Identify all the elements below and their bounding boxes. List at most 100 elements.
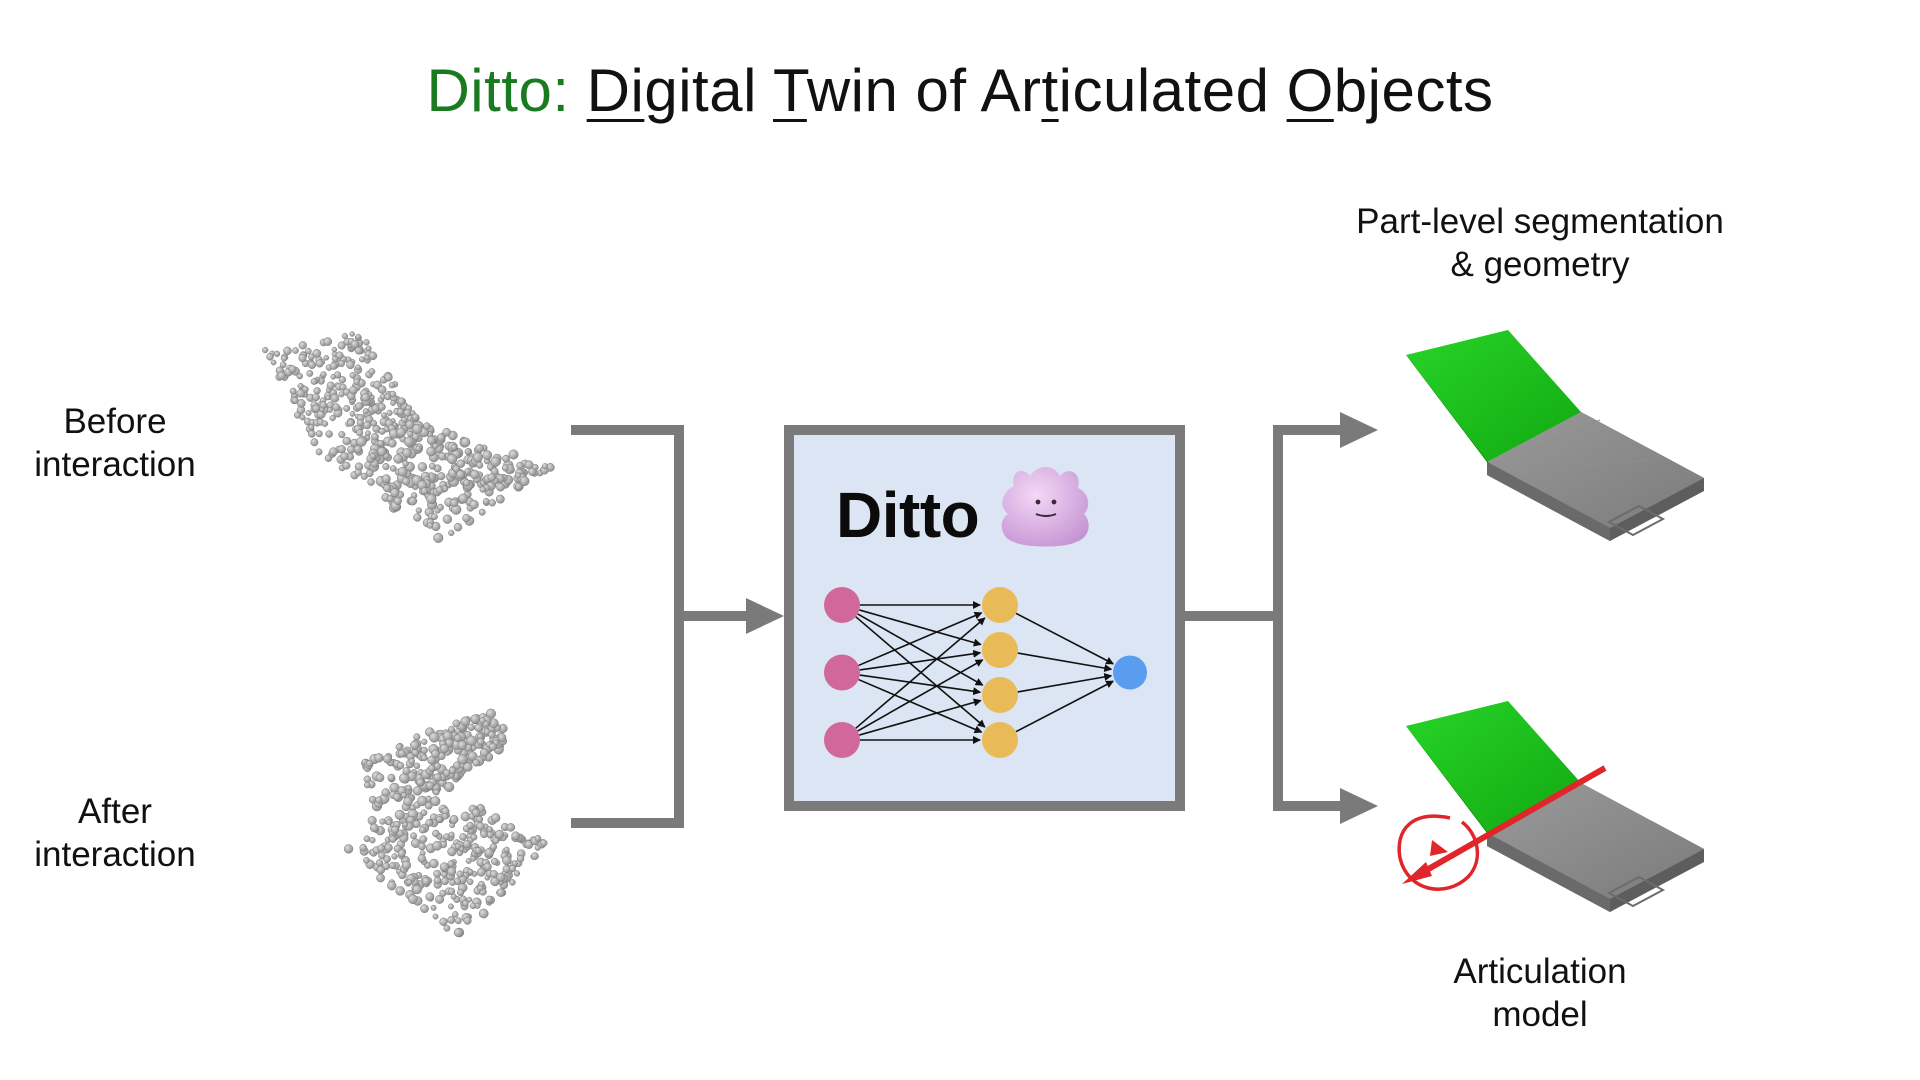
point-cloud-point bbox=[329, 414, 336, 422]
point-cloud-point bbox=[450, 498, 459, 508]
point-cloud-point bbox=[471, 808, 481, 817]
point-cloud-point bbox=[442, 514, 453, 524]
point-cloud-point bbox=[305, 410, 312, 416]
point-cloud-point bbox=[469, 902, 477, 910]
point-cloud-point bbox=[397, 749, 406, 758]
point-cloud-point bbox=[363, 339, 370, 346]
point-cloud-point bbox=[420, 809, 428, 817]
point-cloud-point bbox=[428, 732, 440, 743]
point-cloud-point bbox=[291, 396, 299, 404]
point-cloud-point bbox=[452, 465, 461, 473]
point-cloud-point bbox=[446, 453, 458, 465]
point-cloud-point bbox=[425, 892, 435, 902]
point-cloud-point bbox=[343, 844, 354, 854]
point-cloud-point bbox=[403, 796, 413, 807]
point-cloud-point bbox=[307, 429, 316, 438]
point-cloud-point bbox=[453, 928, 463, 938]
point-cloud-point bbox=[369, 837, 376, 844]
title-underline-t: T bbox=[773, 57, 807, 124]
point-cloud-point bbox=[374, 753, 384, 763]
point-cloud-point bbox=[465, 857, 472, 864]
point-cloud-point bbox=[435, 894, 445, 904]
point-cloud-point bbox=[403, 408, 412, 417]
point-cloud-point bbox=[356, 436, 367, 447]
point-cloud-point bbox=[340, 452, 349, 461]
point-cloud-point bbox=[391, 825, 400, 834]
point-cloud-point bbox=[483, 862, 492, 871]
point-cloud-point bbox=[320, 371, 327, 378]
point-cloud-point bbox=[502, 454, 510, 463]
point-cloud-point bbox=[413, 733, 421, 741]
point-cloud-point bbox=[466, 821, 474, 829]
point-cloud-point bbox=[381, 474, 391, 484]
point-cloud-point bbox=[432, 840, 442, 851]
point-cloud-point bbox=[384, 393, 392, 401]
point-cloud-point bbox=[427, 755, 437, 765]
point-cloud-point bbox=[457, 889, 465, 897]
point-cloud-point bbox=[376, 873, 385, 883]
point-cloud-point bbox=[381, 788, 390, 797]
point-cloud-point bbox=[495, 494, 505, 504]
point-cloud-point bbox=[327, 406, 333, 413]
point-cloud-point bbox=[377, 844, 385, 852]
point-cloud-point bbox=[531, 852, 539, 860]
point-cloud-point bbox=[431, 749, 440, 759]
point-cloud-after bbox=[343, 708, 548, 938]
point-cloud-point bbox=[470, 469, 480, 480]
point-cloud-point bbox=[491, 857, 499, 866]
point-cloud-point bbox=[403, 436, 415, 447]
point-cloud-point bbox=[375, 773, 385, 783]
before-interaction-label: Before interaction bbox=[10, 400, 220, 486]
point-cloud-point bbox=[349, 385, 358, 395]
point-cloud-point bbox=[365, 469, 374, 478]
point-cloud-point bbox=[343, 404, 351, 412]
point-cloud-point bbox=[412, 786, 423, 796]
point-cloud-point bbox=[479, 748, 489, 757]
point-cloud-point bbox=[513, 870, 521, 877]
point-cloud-point bbox=[356, 429, 364, 437]
point-cloud-point bbox=[437, 452, 447, 461]
point-cloud-point bbox=[331, 346, 338, 353]
point-cloud-point bbox=[310, 438, 319, 447]
point-cloud-point bbox=[503, 846, 510, 853]
point-cloud-point bbox=[496, 888, 506, 897]
point-cloud-point bbox=[426, 522, 434, 529]
point-cloud-point bbox=[464, 468, 471, 475]
point-cloud-point bbox=[415, 507, 422, 514]
point-cloud-point bbox=[359, 843, 367, 852]
point-cloud-point bbox=[390, 488, 400, 498]
point-cloud-point bbox=[410, 832, 418, 840]
point-cloud-point bbox=[437, 472, 446, 481]
point-cloud-point bbox=[470, 714, 480, 724]
point-cloud-point bbox=[497, 733, 507, 742]
point-cloud-point bbox=[423, 422, 431, 430]
point-cloud-point bbox=[501, 464, 509, 472]
segmented-laptop-mesh bbox=[1406, 330, 1704, 541]
segmentation-label-line1: Part-level segmentation bbox=[1356, 202, 1724, 241]
point-cloud-point bbox=[384, 373, 393, 382]
input-merge-connector bbox=[571, 425, 748, 828]
point-cloud-point bbox=[456, 870, 464, 878]
nn-input-node bbox=[824, 587, 860, 623]
nn-output-node bbox=[1113, 655, 1147, 690]
point-cloud-point bbox=[478, 908, 489, 919]
point-cloud-point bbox=[462, 839, 472, 849]
point-cloud-point bbox=[389, 835, 397, 843]
point-cloud-point bbox=[429, 858, 439, 869]
point-cloud-point bbox=[519, 476, 530, 486]
rotation-arrow-head bbox=[1430, 840, 1448, 856]
point-cloud-point bbox=[392, 792, 401, 802]
nn-edge bbox=[1015, 612, 1115, 665]
point-cloud-point bbox=[366, 760, 373, 767]
point-cloud-point bbox=[356, 419, 364, 427]
point-cloud-point bbox=[353, 378, 360, 385]
point-cloud-point bbox=[386, 495, 394, 503]
point-cloud-point bbox=[482, 497, 490, 505]
nn-edge bbox=[859, 698, 982, 736]
point-cloud-point bbox=[377, 402, 386, 411]
point-cloud-point bbox=[509, 879, 516, 886]
title-part: gital bbox=[644, 57, 773, 124]
point-cloud-point bbox=[364, 430, 371, 437]
ditto-pokemon-icon bbox=[1001, 467, 1089, 547]
point-cloud-point bbox=[472, 452, 483, 463]
